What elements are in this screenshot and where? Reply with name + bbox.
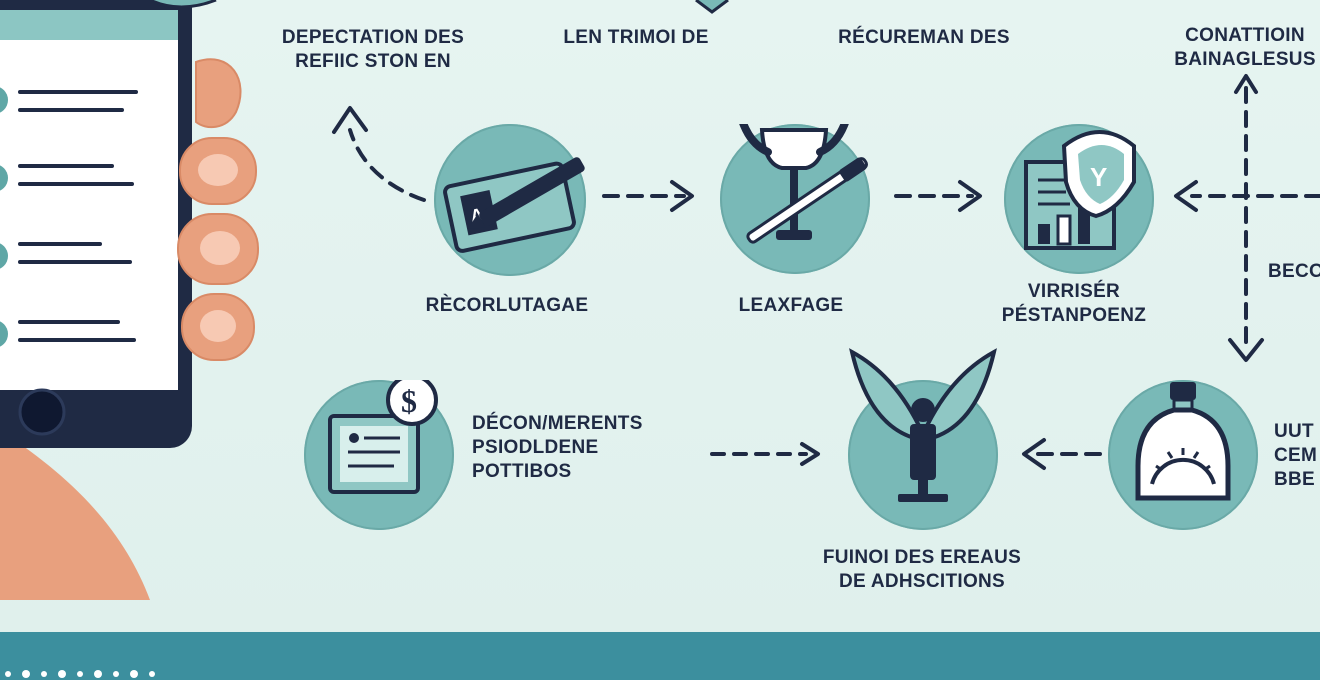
check-card-pen-icon: A [443, 157, 585, 253]
arrow-curved-to-top1 [348, 128, 426, 202]
footer-band [0, 632, 1320, 680]
arrow-head-n2 [670, 180, 694, 212]
arrow-head-down [1228, 338, 1264, 362]
arrow-head-left-n3 [1174, 180, 1198, 212]
gauge-jar-icon [1135, 382, 1231, 501]
arrow-head-top1 [332, 106, 368, 134]
trophy-stick-icon [739, 124, 868, 244]
phone-screen [0, 10, 178, 390]
label-top-3: RÉCUREMAN DES [838, 27, 1010, 48]
person-wings-icon [849, 348, 997, 502]
arrow-head-up [1234, 74, 1258, 94]
step-node-5 [848, 348, 998, 530]
step-node-2 [720, 124, 870, 274]
arrow-head-right-n5 [800, 442, 820, 466]
document-chart-shield-icon: Y [1024, 130, 1136, 250]
shield-letter: Y [1090, 162, 1107, 192]
step-node-6 [1108, 380, 1258, 530]
top-decorations [149, 0, 729, 14]
arrow-head-left-n5 [1022, 438, 1046, 470]
hand-palm [0, 430, 150, 600]
label-mid-1: RÈCORLUTAGAE [425, 295, 589, 316]
arrow-head-n3 [958, 180, 982, 212]
label-mid-right: BECO [1268, 261, 1320, 282]
footer-dots [5, 670, 155, 678]
step-node-4: $ [304, 380, 454, 530]
label-mid-2: LEAXFAGE [738, 295, 844, 316]
phone-screen-header [0, 10, 178, 40]
dollar-symbol: $ [401, 383, 417, 419]
step-node-3: Y [1004, 124, 1154, 274]
finger-nails [198, 154, 240, 342]
label-top-2: LEN TRIMOI DE [563, 27, 709, 48]
step-node-1: A [434, 124, 586, 276]
phone-list-lines [18, 90, 138, 342]
phone-home-button [18, 388, 66, 436]
document-dollar-icon: $ [328, 380, 438, 494]
smartphone-list-icon [0, 0, 259, 600]
flow-arrows [332, 74, 1320, 470]
phone-list-bullets [0, 87, 8, 347]
